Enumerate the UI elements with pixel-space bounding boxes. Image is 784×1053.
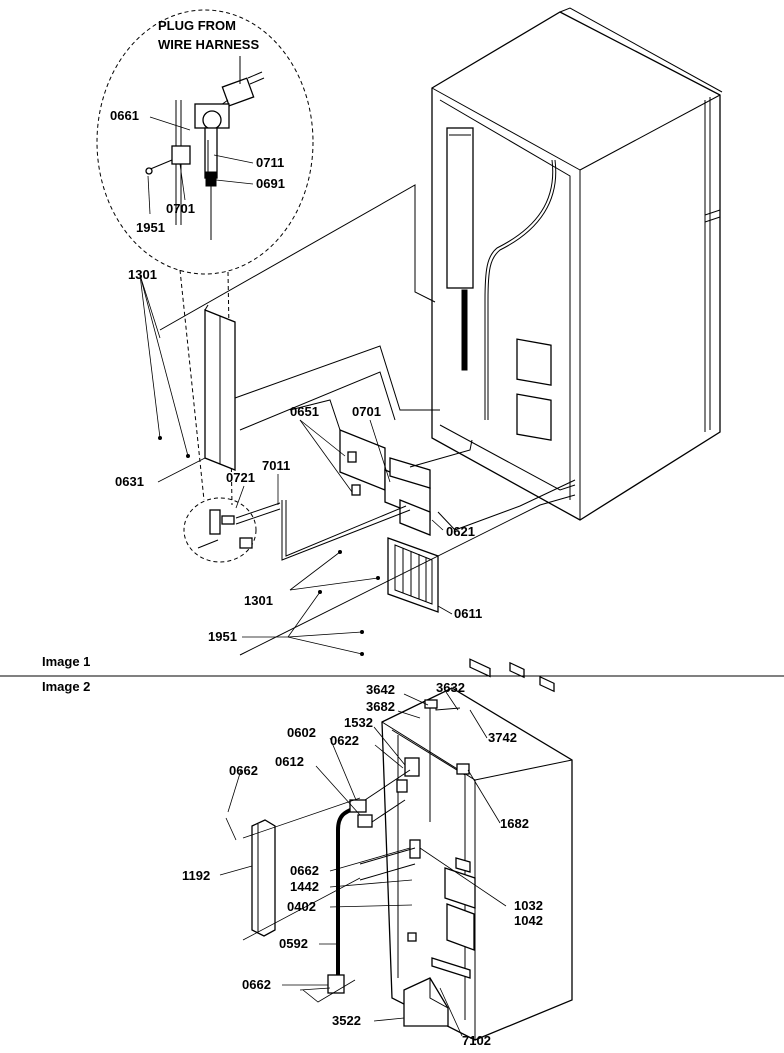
label-3742: 3742: [488, 730, 517, 745]
leader-outline-d: [409, 439, 473, 468]
label-0612: 0612: [275, 754, 304, 769]
label-1442: 1442: [290, 879, 319, 894]
drain-bracket-3522: [403, 977, 449, 1027]
refrigerator-cabinet: [431, 7, 723, 693]
leader-0711: [213, 154, 254, 164]
label-0622: 0622: [330, 733, 359, 748]
label-0402: 0402: [287, 899, 316, 914]
label-1951: 1951: [208, 629, 237, 644]
image2-drawing: Image 2: [42, 679, 573, 1048]
tube-line-a: [281, 500, 411, 561]
label-0651: 0651: [290, 404, 319, 419]
leader-0691: [215, 179, 254, 185]
label-0691: 0691: [256, 176, 285, 191]
label-0701-inset: 0701: [166, 201, 195, 216]
label-0662-mid: 0662: [290, 863, 319, 878]
leader-outline-e: [437, 479, 576, 531]
image1-drawing: PLUG FROM WIRE HARNESS 0661: [42, 7, 723, 693]
label-0621: 0621: [446, 524, 475, 539]
label-1301-top: 1301: [128, 267, 157, 282]
label-1192: 1192: [182, 868, 210, 883]
leader-panel-outline: [159, 184, 436, 331]
label-0631: 0631: [115, 474, 144, 489]
small-inset-circle: [183, 497, 257, 563]
leader-1301-c: [139, 274, 161, 339]
label-3632: 3632: [436, 680, 465, 695]
label-0721: 0721: [226, 470, 255, 485]
label-0701: 0701: [352, 404, 381, 419]
leader-0631: [157, 457, 206, 483]
caption-image1: Image 1: [42, 654, 90, 669]
tube-line-b: [285, 500, 407, 557]
side-panel: [204, 304, 236, 471]
label-1532: 1532: [344, 715, 373, 730]
label-0662-bottom: 0662: [242, 977, 271, 992]
leader-0661: [149, 116, 191, 131]
water-tube-assembly: [327, 699, 470, 994]
label-0661: 0661: [110, 108, 139, 123]
label-1301-bottom: 1301: [244, 593, 273, 608]
label-3682: 3682: [366, 699, 395, 714]
leader-panel-outline2: [234, 345, 440, 411]
leader-panel-outline3: [239, 371, 396, 431]
label-1042: 1042: [514, 913, 543, 928]
label-1682: 1682: [500, 816, 529, 831]
label-0602: 0602: [287, 725, 316, 740]
caption-image2: Image 2: [42, 679, 90, 694]
callout-text-line1: PLUG FROM: [158, 18, 236, 33]
drain-grille: [387, 537, 439, 613]
label-0711: 0711: [256, 155, 284, 170]
inset-callout-circle: [96, 9, 314, 275]
label-7102: 7102: [462, 1033, 491, 1048]
label-0611: 0611: [454, 606, 482, 621]
callout-text-line2: WIRE HARNESS: [158, 37, 259, 52]
label-0662-top: 0662: [229, 763, 258, 778]
leader-1301-b: [139, 274, 189, 457]
label-1032: 1032: [514, 898, 543, 913]
valve-bracket-housing: [339, 429, 431, 536]
leader-1951-inset: [147, 175, 151, 215]
label-0592: 0592: [279, 936, 308, 951]
inset-valve-assembly: [145, 56, 265, 240]
leader-outline-c: [289, 399, 341, 431]
label-3642: 3642: [366, 682, 395, 697]
label-7011: 7011: [262, 458, 290, 473]
leader-outline-f: [239, 494, 576, 656]
label-3522: 3522: [332, 1013, 361, 1028]
small-inset-bracket: [197, 502, 281, 549]
leader-1301-a: [139, 274, 161, 439]
side-cover-1192: [251, 819, 276, 937]
leader-0701-inset: [179, 163, 186, 201]
label-1951-inset: 1951: [136, 220, 165, 235]
